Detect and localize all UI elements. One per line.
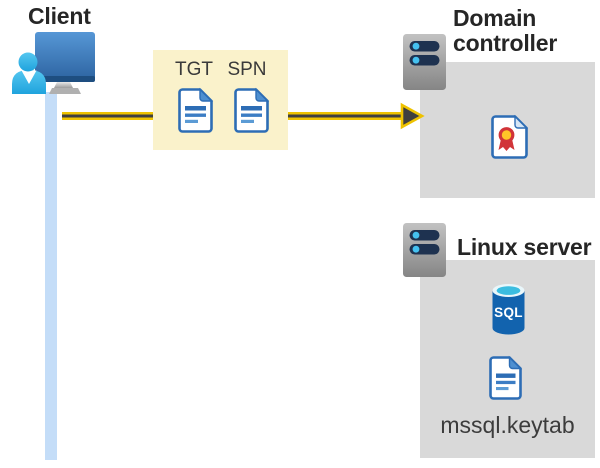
domain-controller-server-icon [403, 34, 446, 90]
linux-server-icon [403, 223, 446, 277]
monitor-icon [35, 32, 95, 82]
keytab-filename-label: mssql.keytab [440, 412, 575, 438]
linux-server-title: Linux server [457, 234, 592, 260]
client-computer-icon [12, 32, 95, 94]
sql-database-icon: SQL [492, 284, 525, 335]
tgt-document-icon [178, 87, 214, 133]
auth-request-arrow-head-icon [400, 102, 425, 130]
spn-label: SPN [227, 59, 267, 80]
seal [498, 127, 515, 143]
spn-document-icon [234, 87, 270, 133]
client-title: Client [28, 3, 91, 29]
sql-icon-label: SQL [494, 305, 523, 320]
client-timeline-line [45, 92, 57, 460]
ribbon-tails [498, 139, 515, 151]
monitor-stand [54, 82, 73, 88]
tgt-label: TGT [175, 59, 213, 80]
certificate-icon [491, 114, 529, 159]
keytab-document-icon [489, 355, 523, 400]
domain-controller-title: Domain controller [453, 5, 558, 56]
